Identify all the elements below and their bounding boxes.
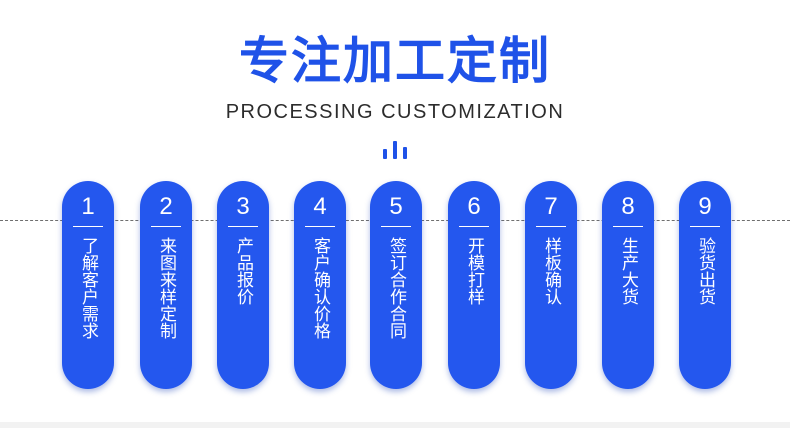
step-divider [305, 226, 335, 227]
step-number: 5 [389, 193, 403, 220]
step-label: 产品报价 [233, 237, 253, 305]
step-divider [690, 226, 720, 227]
step-number: 6 [467, 193, 481, 220]
step-number: 9 [698, 193, 712, 220]
step-divider [613, 226, 643, 227]
page-title: 专注加工定制 [239, 32, 551, 90]
step-label: 来图来样定制 [156, 237, 176, 339]
step-label: 开模打样 [464, 237, 484, 305]
step-7: 7 样板确认 [525, 181, 577, 389]
step-label: 签订合作合同 [386, 237, 406, 339]
step-divider [151, 226, 181, 227]
step-number: 4 [313, 193, 327, 220]
step-label: 客户确认价格 [310, 237, 330, 339]
step-divider [381, 226, 411, 227]
step-number: 3 [236, 193, 250, 220]
step-1: 1 了解客户需求 [62, 181, 114, 389]
step-number: 2 [159, 193, 173, 220]
step-label: 了解客户需求 [78, 237, 98, 339]
step-number: 8 [621, 193, 635, 220]
step-8: 8 生产大货 [602, 181, 654, 389]
bars-icon [383, 141, 407, 159]
step-5: 5 签订合作合同 [370, 181, 422, 389]
step-divider [73, 226, 103, 227]
step-divider [536, 226, 566, 227]
step-divider [228, 226, 258, 227]
step-number: 1 [81, 193, 95, 220]
step-9: 9 验货出货 [679, 181, 731, 389]
step-6: 6 开模打样 [448, 181, 500, 389]
step-4: 4 客户确认价格 [294, 181, 346, 389]
footer-strip [0, 422, 790, 428]
step-divider [459, 226, 489, 227]
step-label: 验货出货 [695, 237, 715, 305]
step-label: 样板确认 [541, 237, 561, 305]
step-label: 生产大货 [618, 237, 638, 305]
step-number: 7 [544, 193, 558, 220]
page-subtitle: PROCESSING CUSTOMIZATION [225, 101, 565, 123]
step-2: 2 来图来样定制 [140, 181, 192, 389]
step-3: 3 产品报价 [217, 181, 269, 389]
